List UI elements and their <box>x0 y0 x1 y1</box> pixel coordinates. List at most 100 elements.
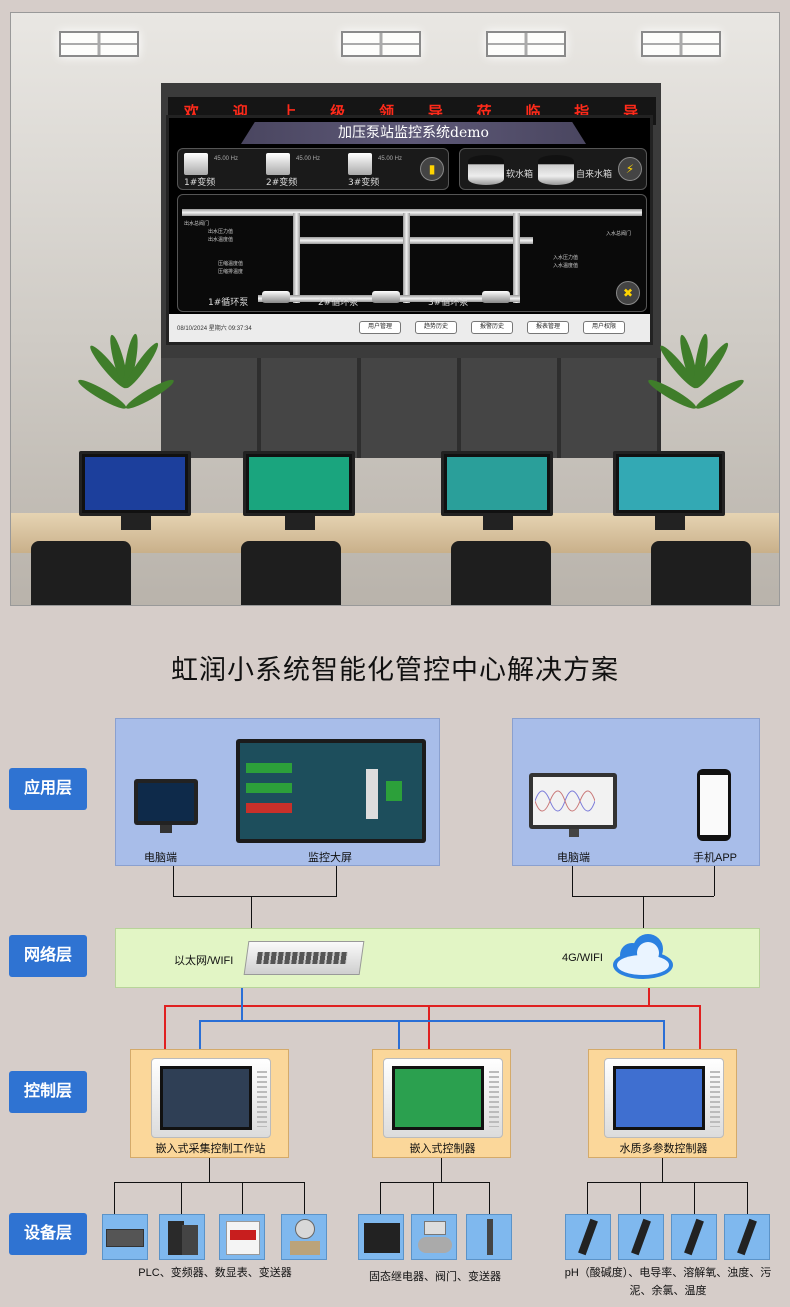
controller-label: 嵌入式控制器 <box>409 1143 476 1155</box>
chair <box>241 541 341 605</box>
pump-label: 3#变频 <box>348 178 380 188</box>
hmi-device-icon <box>383 1058 503 1138</box>
switch-icon <box>243 941 365 975</box>
tank-status-panel: 软水箱 自来水箱 ⚡ <box>459 148 647 190</box>
app-left-screen-label: 监控大屏 <box>308 852 352 864</box>
diagram-title: 虹润小系统智能化管控中心解决方案 <box>171 655 619 685</box>
connector-line <box>173 896 337 897</box>
hmi-device-icon <box>151 1058 271 1138</box>
layer-label-control: 控制层 <box>9 1071 87 1113</box>
loop-label: 3#循环泵 <box>428 298 469 308</box>
pipe <box>182 209 642 216</box>
pipe-text: 出水总阀门 <box>184 221 210 227</box>
probe-transmitter-icon <box>466 1214 512 1260</box>
loop-label: 1#循环泵 <box>208 298 249 308</box>
app-layer-right-box: 电脑端 手机APP <box>512 718 760 866</box>
pc-icon <box>529 773 617 829</box>
conductivity-sensor-icon <box>618 1214 664 1260</box>
connector-line <box>662 1158 663 1182</box>
pipe-text: 压缩排温度 <box>218 269 244 275</box>
monitor-stand <box>483 516 513 530</box>
connector-line <box>747 1182 748 1214</box>
app-left-pc-label: 电脑端 <box>144 852 177 864</box>
desk-monitor <box>243 451 355 516</box>
blue-link-line <box>241 988 243 1021</box>
sine-wave-icon <box>535 790 595 812</box>
chart-icon[interactable]: ▮ <box>420 157 444 181</box>
big-screen-icon <box>236 739 426 843</box>
chair <box>451 541 551 605</box>
connector-line <box>572 866 573 896</box>
datetime-text: 08/10/2024 星期六 09:37:34 <box>177 326 252 332</box>
controller-label: 嵌入式采集控制工作站 <box>155 1143 266 1155</box>
pipe <box>293 213 300 303</box>
cloud-icon <box>613 934 673 979</box>
ethernet-label: 以太网/WIFI <box>174 955 234 967</box>
tools-icon[interactable]: ✖ <box>616 281 640 305</box>
loop-label: 2#循环泵 <box>318 298 359 308</box>
connector-line <box>433 1182 434 1214</box>
pipe <box>513 213 520 303</box>
ph-sensor-icon <box>565 1214 611 1260</box>
connector-line <box>587 1182 748 1183</box>
connector-line <box>587 1182 588 1214</box>
blue-link-line <box>199 1020 201 1049</box>
connector-line <box>643 896 644 936</box>
connector-line <box>181 1182 182 1214</box>
app-right-pc-label: 电脑端 <box>557 852 590 864</box>
blue-link-line <box>663 1020 665 1049</box>
controller-box: 水质多参数控制器 <box>588 1049 737 1158</box>
connector-line <box>441 1158 442 1182</box>
user-permission-button[interactable]: 用户权限 <box>583 321 625 334</box>
connector-line <box>173 866 174 896</box>
desk-monitor <box>79 451 191 516</box>
alarm-history-button[interactable]: 报警历史 <box>471 321 513 334</box>
desk-monitor <box>441 451 553 516</box>
pump-reading: 45.00 Hz <box>378 156 403 162</box>
tank-label: 自来水箱 <box>576 170 613 180</box>
monitor-stand <box>121 516 151 530</box>
controller-box: 嵌入式控制器 <box>372 1049 511 1158</box>
wall-panels <box>161 358 661 458</box>
red-link-line <box>428 1005 430 1049</box>
motor-icon <box>482 291 510 303</box>
red-link-line <box>699 1005 701 1049</box>
blue-link-line <box>398 1020 400 1049</box>
connector-line <box>114 1182 115 1214</box>
connector-line <box>714 866 715 896</box>
pump-status-panel: 45.00 Hz 1#变频 45.00 Hz 2#变频 45.00 Hz 3#变… <box>177 148 449 190</box>
motor-icon <box>262 291 290 303</box>
plant-right <box>645 332 747 443</box>
ceiling-light <box>341 31 421 57</box>
connector-line <box>242 1182 243 1214</box>
desk-monitor <box>613 451 725 516</box>
monitor-stand <box>655 516 685 530</box>
trend-history-button[interactable]: 趋势历史 <box>415 321 457 334</box>
tank-icon <box>468 155 504 185</box>
turbidity-sensor-icon <box>724 1214 770 1260</box>
device-group-caption: 固态继电器、阀门、变送器 <box>369 1271 501 1283</box>
connector-line <box>694 1182 695 1214</box>
valve-icon <box>411 1214 457 1260</box>
monitor-footer: 08/10/2024 星期六 09:37:34 用户管理 趋势历史 报警历史 报… <box>169 314 650 342</box>
scada-monitor: 加压泵站监控系统demo 45.00 Hz 1#变频 45.00 Hz 2#变频… <box>166 115 653 345</box>
connector-line <box>489 1182 490 1214</box>
chair <box>31 541 131 605</box>
device-group-caption: PLC、变频器、数显表、变送器 <box>138 1267 292 1279</box>
ceiling-light <box>59 31 139 57</box>
pipe-text: 入水温度值 <box>553 263 579 269</box>
connector-line <box>209 1158 210 1182</box>
pipe <box>293 237 533 244</box>
connector-line <box>380 1182 381 1214</box>
connector-line <box>304 1182 305 1214</box>
pipe-diagram-panel: 出水总阀门 出水压力值 出水温度值 压缩温度值 压缩排温度 入水压力值 入水温度… <box>177 194 647 312</box>
pump-label: 1#变频 <box>184 178 216 188</box>
motor-icon <box>372 291 400 303</box>
pipe-text: 出水温度值 <box>208 237 234 243</box>
user-manage-button[interactable]: 用户管理 <box>359 321 401 334</box>
phone-icon <box>697 769 731 841</box>
tank-label: 软水箱 <box>506 170 534 180</box>
report-manage-button[interactable]: 报表管理 <box>527 321 569 334</box>
mobile-network-label: 4G/WIFI <box>562 952 603 964</box>
lightning-icon[interactable]: ⚡ <box>618 157 642 181</box>
